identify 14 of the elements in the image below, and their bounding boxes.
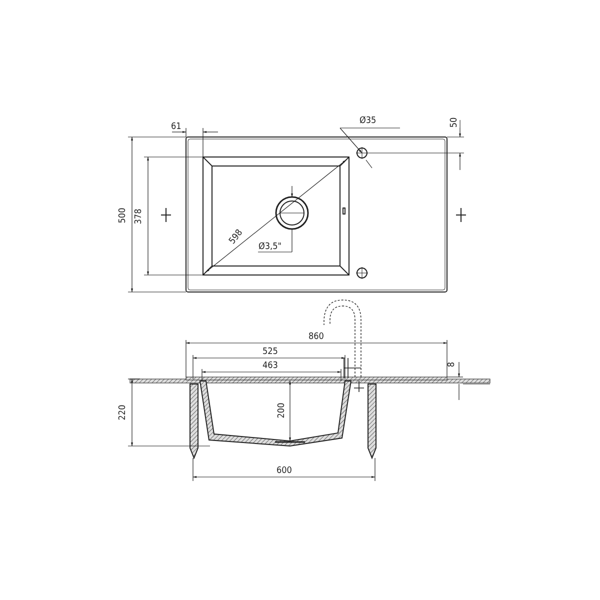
dimension-label: 220 — [118, 404, 128, 420]
dimension-label: 500 — [118, 207, 128, 223]
dimension-label: 598 — [228, 228, 245, 246]
dimension-label: Ø35 — [360, 116, 376, 126]
dimension-label: 378 — [134, 208, 144, 224]
dimension-label: 61 — [171, 122, 182, 132]
dimension-label: 600 — [276, 466, 292, 476]
dimension-label: 525 — [262, 348, 278, 356]
dimension-label: 463 — [262, 362, 278, 370]
dimension-label: Ø3,5" — [258, 242, 282, 252]
dimension-label: 200 — [278, 402, 287, 418]
dimension-label: 860 — [308, 332, 324, 342]
dimension-label: 50 — [450, 116, 460, 128]
dimension-label: 8 — [448, 361, 457, 367]
